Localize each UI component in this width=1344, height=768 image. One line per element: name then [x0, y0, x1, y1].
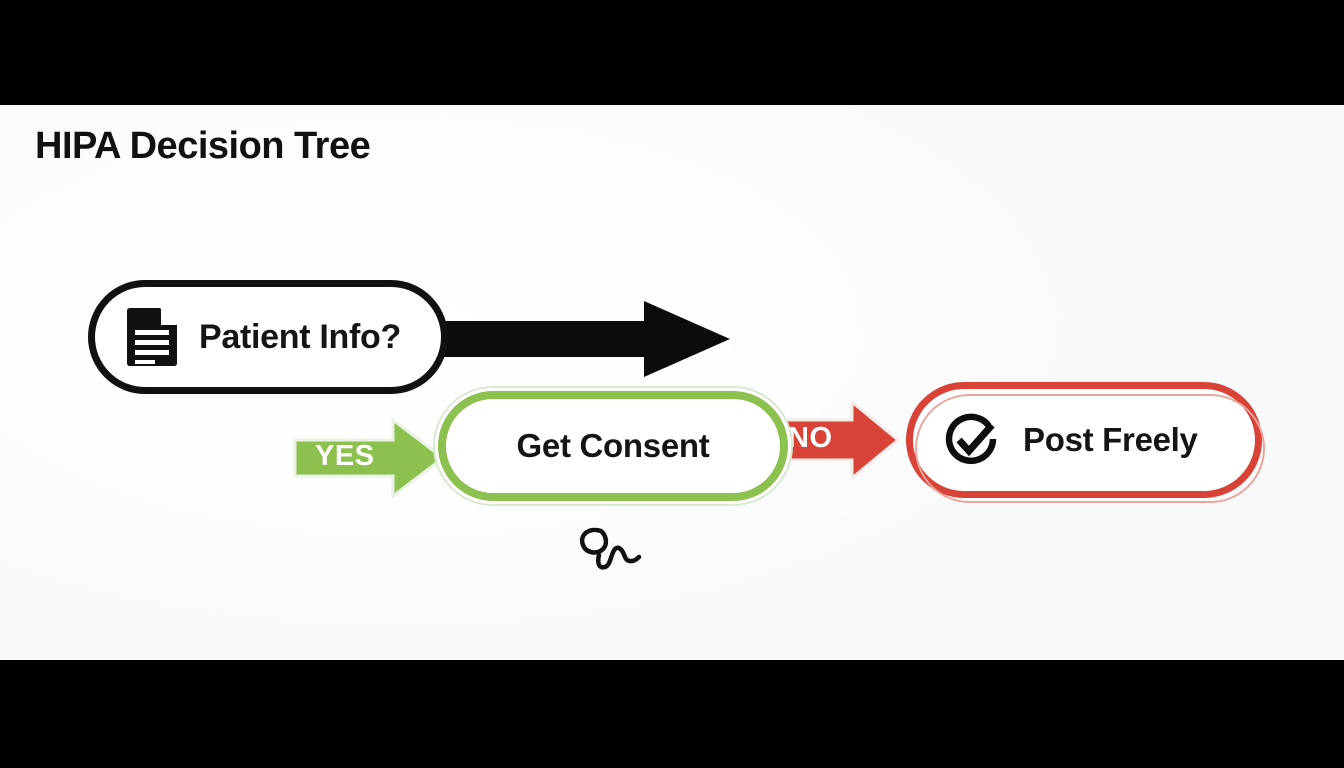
node-get-consent[interactable]: Get Consent — [438, 391, 788, 501]
edge-main-arrow — [440, 301, 730, 377]
signature-squiggle-icon — [575, 525, 655, 575]
letterbox-bottom — [0, 660, 1344, 768]
diagram-canvas: HIPA Decision Tree Patient Info? — [0, 105, 1344, 660]
letterbox-top — [0, 0, 1344, 105]
document-icon — [127, 308, 177, 366]
node-post-freely-label: Post Freely — [1023, 421, 1198, 458]
node-patient-info[interactable]: Patient Info? — [88, 280, 448, 394]
node-patient-info-label: Patient Info? — [199, 317, 401, 356]
edge-yes-arrow[interactable]: YES — [293, 416, 446, 500]
edge-no-arrow[interactable]: NO — [768, 398, 901, 482]
page-title: HIPA Decision Tree — [35, 125, 371, 167]
node-post-freely[interactable]: Post Freely — [906, 382, 1265, 503]
check-circle-icon — [943, 411, 1001, 469]
node-get-consent-label: Get Consent — [516, 427, 710, 464]
